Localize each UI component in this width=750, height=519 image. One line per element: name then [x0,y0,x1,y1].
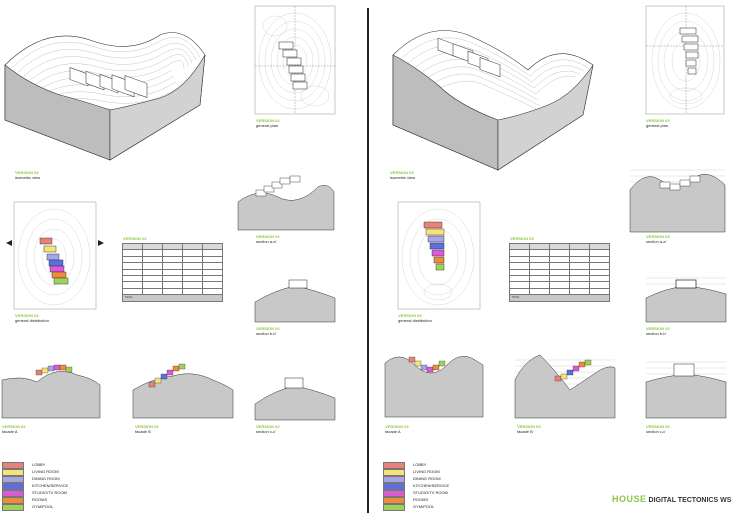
section-marker-left-arrow-icon [6,240,12,246]
section-c-caption: VERSION 02 section c-c' [256,424,280,434]
room-legend: LOBBY LIVING ROOM DINING ROOM KITCHEN/SERVI… [383,461,493,511]
legend-swatch [383,476,405,483]
legend-item: LOBBY [383,461,493,469]
legend-label: GYM/POOL [413,504,435,509]
legend-swatch [383,462,405,469]
area-table: TOTAL [122,242,223,302]
legend-swatch [383,504,405,511]
general-distribution-drawing [13,201,97,310]
legend-label: GYM/POOL [32,504,54,509]
facade-b-caption: VERSION 02 facade B [135,424,159,434]
section-a-drawing [629,169,726,233]
legend-label: LIVING ROOM [413,469,440,474]
legend-label: STUDIO/TV ROOM [413,490,448,495]
facade-b-drawing [514,354,616,419]
legend-swatch [2,476,24,483]
isometric-caption: VERSION 03 isometric view [390,170,416,180]
legend-swatch [2,469,24,476]
legend-swatch [2,483,24,490]
legend-item: LIVING ROOM [2,468,112,476]
section-b-caption: VERSION 03 section b-b' [646,326,670,336]
general-distribution-drawing [397,201,481,310]
left-sheet: VERSION 02 general plan VERSION 02 isome… [0,0,370,519]
legend-label: ROOMS [32,497,48,502]
legend-swatch [2,490,24,497]
legend-item: KITCHEN/SERVICE [383,482,493,490]
plan-caption: VERSION 02 general plan [256,118,280,128]
section-c-drawing [645,361,727,419]
plan-caption: VERSION 03 general plan [646,118,670,128]
brand-digital-tectonics: DIGITAL TECTONICS [648,497,719,504]
brand-suffix: WS [720,497,732,504]
isometric-terrain-drawing [4,32,206,161]
legend-swatch [383,490,405,497]
legend-label: LOBBY [413,462,427,467]
legend-swatch [2,504,24,511]
distribution-caption: VERSION 02 general distribution [15,313,49,323]
room-legend: LOBBY LIVING ROOM DINING ROOM KITCHEN/SERVI… [2,461,112,511]
isometric-terrain-drawing [392,30,594,171]
legend-swatch [2,497,24,504]
right-sheet: VERSION 03 general plan VERSION 03 isome… [380,0,750,519]
legend-item: GYM/POOL [383,503,493,511]
legend-item: LOBBY [2,461,112,469]
legend-item: ROOMS [383,496,493,504]
legend-swatch [383,497,405,504]
general-plan-drawing [645,5,725,115]
facade-b-drawing [132,363,234,419]
general-plan-drawing [254,5,336,115]
section-c-caption: VERSION 03 section c-c' [646,424,670,434]
legend-label: DINING ROOM [32,476,60,481]
legend-item: STUDIO/TV ROOM [2,489,112,497]
table-total-label: TOTAL [509,294,610,302]
area-table: TOTAL [509,242,610,302]
isometric-caption: VERSION 02 isometric view [15,170,41,180]
panel-divider [367,8,369,513]
legend-label: LIVING ROOM [32,469,59,474]
legend-item: STUDIO/TV ROOM [383,489,493,497]
table-total-label: TOTAL [122,294,223,302]
legend-swatch [2,462,24,469]
section-b-drawing [254,279,336,323]
legend-swatch [383,469,405,476]
facade-a-drawing [384,356,484,418]
section-a-drawing [237,175,335,231]
legend-item: DINING ROOM [383,475,493,483]
table-caption: VERSION 02 [123,236,147,241]
legend-item: GYM/POOL [2,503,112,511]
legend-label: KITCHEN/SERVICE [32,483,69,488]
legend-item: ROOMS [2,496,112,504]
legend-label: LOBBY [32,462,46,467]
facade-a-caption: VERSION 02 facade A [2,424,26,434]
legend-swatch [383,483,405,490]
section-c-drawing [254,377,336,421]
section-b-caption: VERSION 02 section b-b' [256,326,280,336]
distribution-caption: VERSION 03 general distribution [398,313,432,323]
legend-item: DINING ROOM [2,475,112,483]
facade-a-caption: VERSION 03 facade A [385,424,409,434]
section-b-drawing [645,277,727,323]
legend-label: ROOMS [413,497,429,502]
section-a-caption: VERSION 02 section a-a' [256,234,280,244]
facade-b-caption: VERSION 03 facade B [517,424,541,434]
brand-house: HOUSE [612,494,647,504]
legend-label: STUDIO/TV ROOM [32,490,67,495]
table-caption: VERSION 03 [510,236,534,241]
legend-label: DINING ROOM [413,476,441,481]
legend-label: KITCHEN/SERVICE [413,483,450,488]
legend-item: KITCHEN/SERVICE [2,482,112,490]
facade-a-drawing [1,364,101,419]
section-marker-right-arrow-icon [98,240,104,246]
section-a-caption: VERSION 03 section a-a' [646,234,670,244]
legend-item: LIVING ROOM [383,468,493,476]
